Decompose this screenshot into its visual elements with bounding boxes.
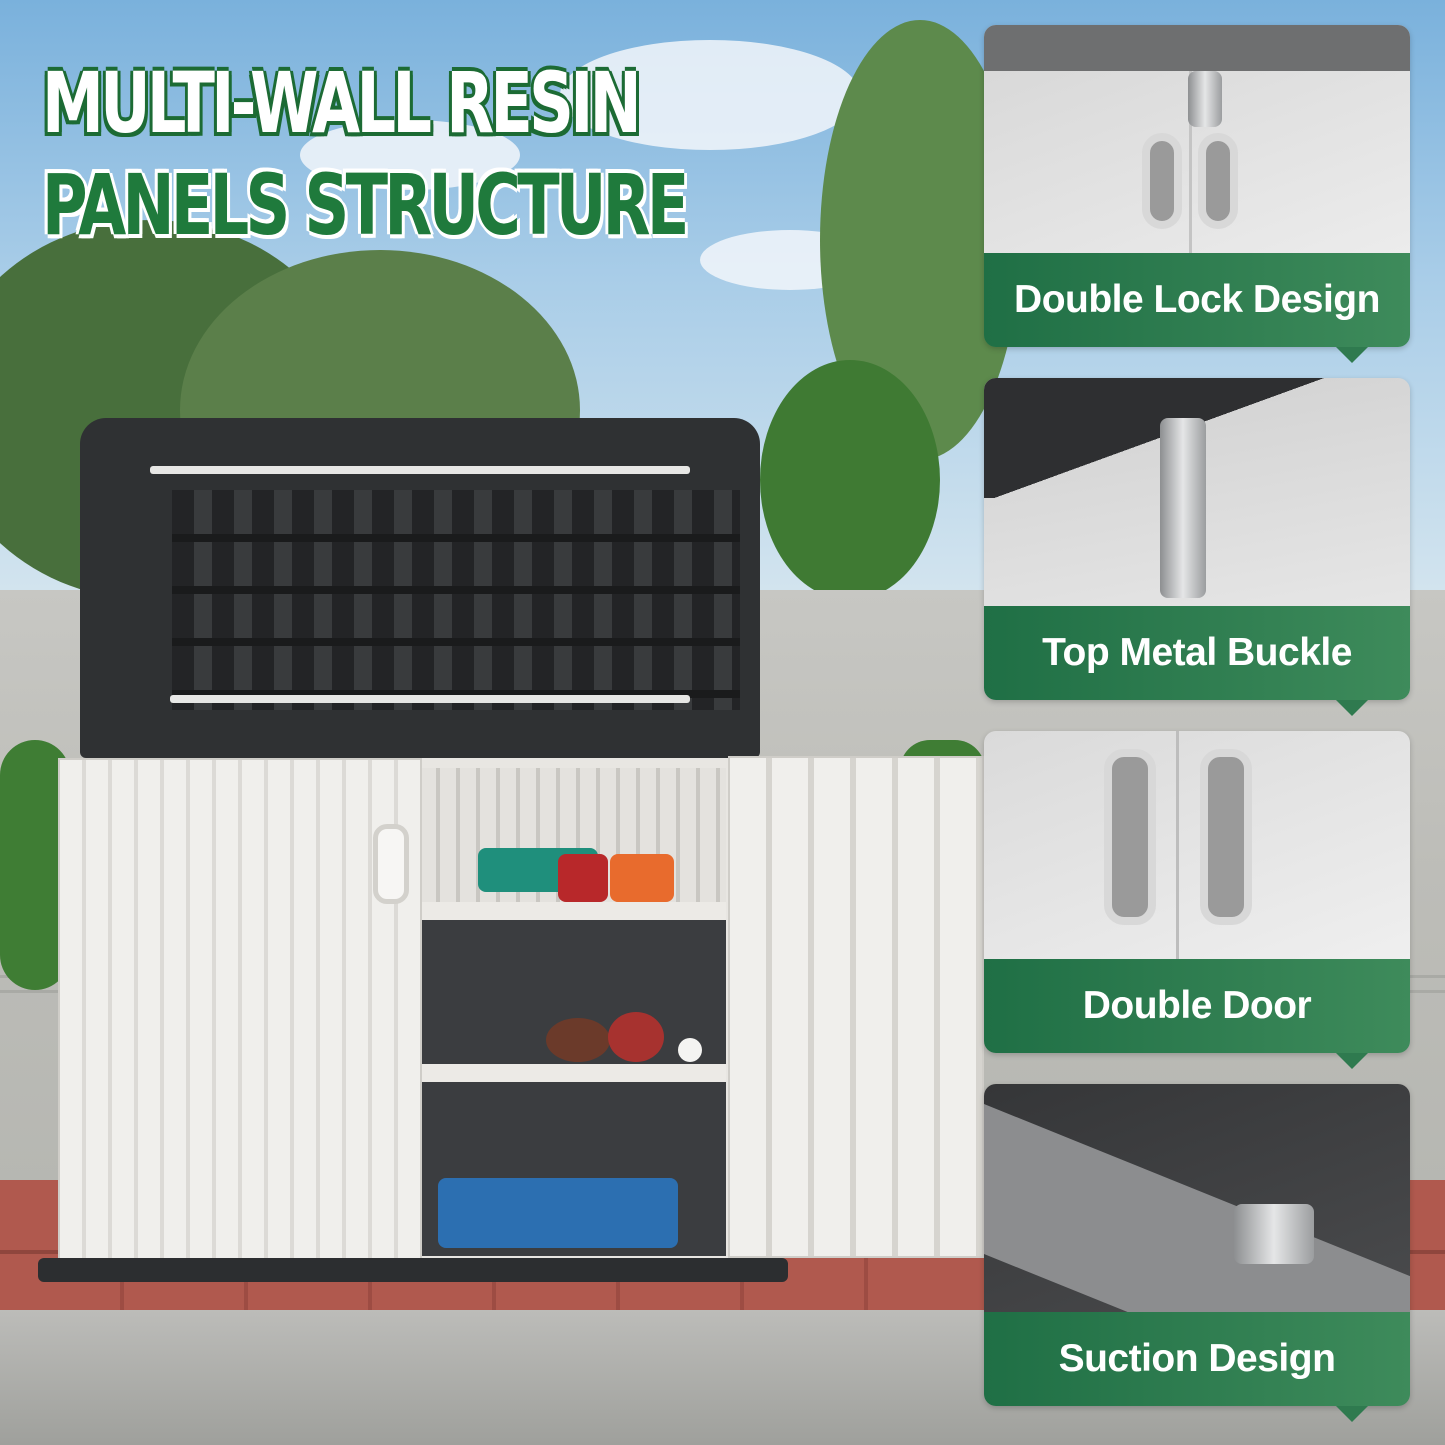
handle-slot-left bbox=[1142, 133, 1182, 229]
left-door-handle bbox=[373, 824, 409, 904]
door-detail-photo bbox=[984, 731, 1410, 961]
feature-label: Suction Design bbox=[1058, 1337, 1336, 1380]
storage-shed-image bbox=[38, 418, 984, 1282]
lid-rail-bottom bbox=[170, 695, 690, 703]
feature-label: Double Lock Design bbox=[1014, 278, 1380, 321]
left-door bbox=[58, 758, 422, 1262]
lock-detail-photo bbox=[984, 25, 1410, 255]
tool-case bbox=[610, 854, 674, 902]
right-door-open bbox=[728, 756, 984, 1258]
magnetic-catch bbox=[1234, 1204, 1314, 1264]
lid-rail-top bbox=[150, 466, 690, 474]
feature-panel-suction: Suction Design bbox=[984, 1084, 1410, 1406]
headline-line-1: MULTI-WALL RESIN bbox=[42, 54, 642, 152]
open-lid bbox=[80, 418, 760, 758]
feature-label-band: Suction Design bbox=[984, 1312, 1410, 1406]
callout-pointer bbox=[1336, 1406, 1368, 1422]
magnet-detail-photo bbox=[984, 1084, 1410, 1406]
tree-foliage bbox=[760, 360, 940, 600]
metal-buckle bbox=[1160, 418, 1206, 598]
lock-hasp bbox=[1188, 71, 1222, 127]
pressure-washer bbox=[438, 1178, 678, 1248]
feature-panel-lock: Double Lock Design bbox=[984, 25, 1410, 347]
lower-shelf bbox=[420, 1064, 726, 1082]
tool-battery bbox=[558, 854, 608, 902]
callout-pointer bbox=[1336, 347, 1368, 363]
feature-label-band: Double Lock Design bbox=[984, 253, 1410, 347]
feature-panel-buckle: Top Metal Buckle bbox=[984, 378, 1410, 700]
door-handle-left bbox=[1104, 749, 1156, 925]
shed-floor-base bbox=[38, 1258, 788, 1282]
baseball-glove bbox=[608, 1012, 664, 1062]
football bbox=[546, 1018, 610, 1062]
headline: MULTI-WALL RESIN PANELS STRUCTURE bbox=[42, 52, 689, 256]
callout-pointer bbox=[1336, 700, 1368, 716]
feature-label-band: Double Door bbox=[984, 959, 1410, 1053]
feature-panel-door: Double Door bbox=[984, 731, 1410, 1053]
baseball bbox=[678, 1038, 702, 1062]
headline-line-2: PANELS STRUCTURE bbox=[42, 156, 689, 254]
callout-pointer bbox=[1336, 1053, 1368, 1069]
handle-slot-right bbox=[1198, 133, 1238, 229]
feature-label-band: Top Metal Buckle bbox=[984, 606, 1410, 700]
upper-shelf bbox=[420, 902, 726, 920]
door-handle-right bbox=[1200, 749, 1252, 925]
buckle-detail-photo bbox=[984, 378, 1410, 608]
feature-label: Top Metal Buckle bbox=[1042, 631, 1352, 674]
feature-label: Double Door bbox=[1082, 984, 1312, 1027]
